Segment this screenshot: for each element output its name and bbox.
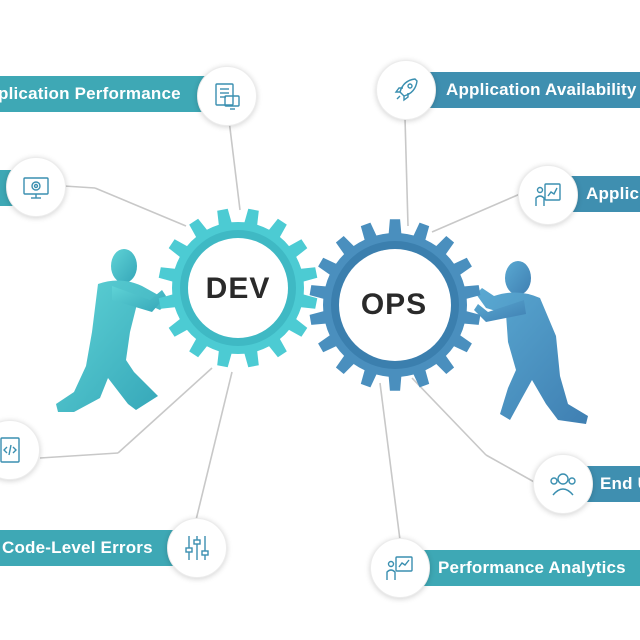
icon-circle-end-user	[533, 454, 593, 514]
label-application-performance-text: plication Performance	[0, 84, 181, 103]
connector-app-availability	[404, 117, 409, 227]
label-code-level-errors-text: Code-Level Errors	[2, 538, 153, 557]
icon-circle-code-errors	[167, 518, 227, 578]
label-application-right-text: Applic	[586, 184, 640, 203]
label-end-user-text: End U	[600, 474, 640, 493]
analytics-board-icon	[386, 556, 413, 580]
ops-gear-label: OPS	[360, 288, 428, 321]
sliders-icon	[185, 536, 209, 560]
label-application-performance: plication Performance	[0, 76, 210, 112]
connector-code-errors	[195, 371, 233, 521]
devGear-hub	[188, 238, 288, 338]
rocket-icon	[394, 78, 418, 102]
code-document-icon	[0, 437, 20, 463]
connector-app-performance	[228, 119, 241, 211]
connector-left-upper	[63, 185, 96, 189]
presenter-chart-icon	[535, 183, 561, 206]
label-application-availability-text: Application Availability	[446, 80, 637, 99]
connector-left-lower	[39, 452, 119, 459]
connector-end-user	[485, 454, 537, 484]
label-application-availability: Application Availability	[420, 72, 640, 108]
connector-end-user-b	[411, 377, 487, 456]
icon-circle-app-availability	[376, 60, 436, 120]
icon-circle-app-performance	[197, 66, 257, 126]
label-performance-analytics-text: Performance Analytics	[438, 558, 626, 577]
icon-circle-perf-analytics	[370, 538, 430, 598]
connector-left-lower-b	[117, 367, 213, 454]
icon-circle-left-upper	[6, 157, 66, 217]
label-performance-analytics: Performance Analytics	[412, 550, 640, 586]
connector-perf-analytics	[379, 382, 401, 541]
document-screen-icon	[215, 83, 240, 110]
icon-circle-app-right	[518, 165, 578, 225]
gear-screen-icon	[23, 177, 49, 199]
connector-left-upper-b	[94, 187, 187, 227]
label-code-level-errors: Code-Level Errors	[0, 530, 184, 566]
connector-app-right	[431, 193, 521, 233]
opsGear-hub	[339, 249, 451, 361]
dev-gear-label: DEV	[205, 272, 271, 305]
users-icon	[550, 473, 576, 496]
